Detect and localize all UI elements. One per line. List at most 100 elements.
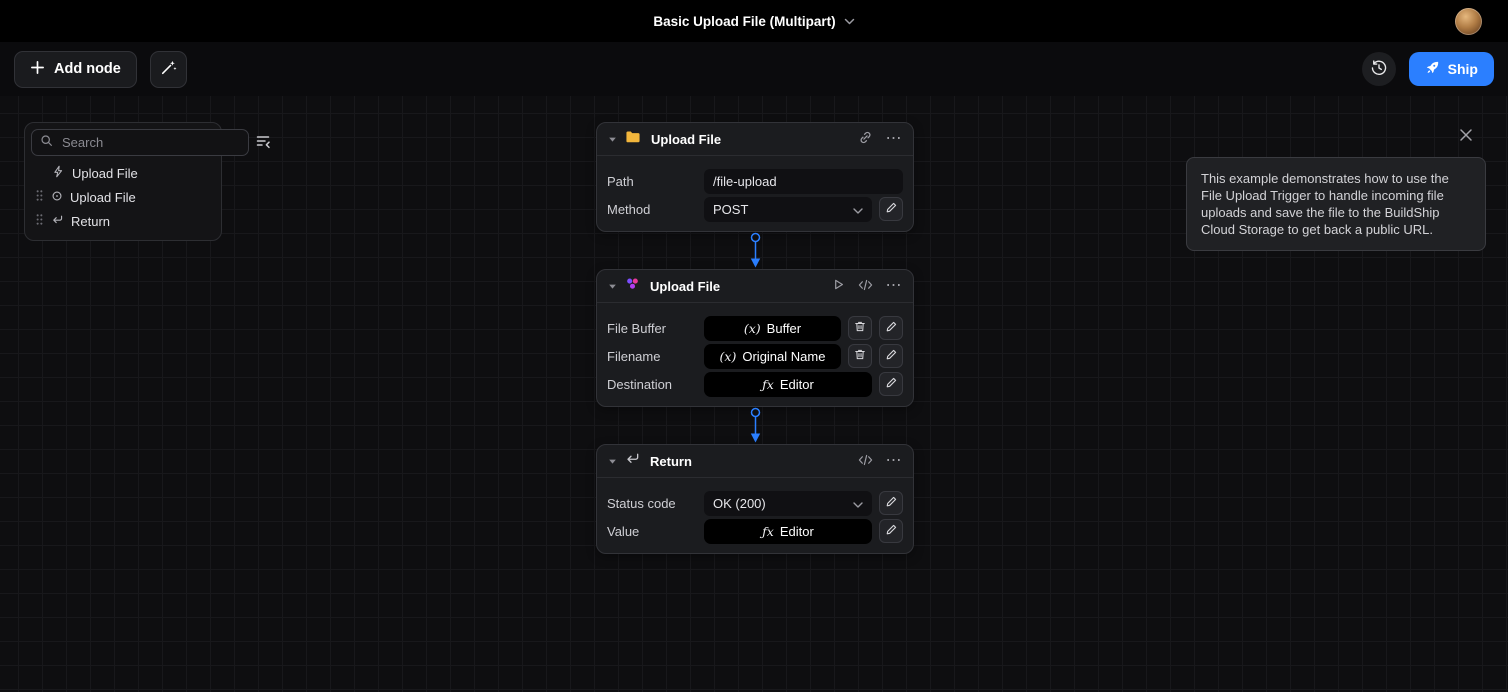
zap-icon: [52, 165, 65, 181]
drag-handle-icon[interactable]: [35, 189, 44, 205]
folder-icon: [625, 130, 641, 149]
palette-item-return[interactable]: Return: [31, 209, 215, 233]
variable-chip[interactable]: (x) Original Name: [704, 343, 841, 369]
palette-item-trigger[interactable]: Upload File: [31, 161, 215, 185]
field-label: File Buffer: [607, 320, 667, 336]
flow-column: Upload File ⋯ Path: [596, 122, 914, 554]
node-body: Status code OK (200): [597, 478, 913, 553]
trash-icon: [854, 320, 866, 336]
connector: [749, 407, 762, 444]
search-input[interactable]: [60, 134, 240, 151]
ship-button[interactable]: Ship: [1408, 52, 1494, 86]
field-row-file-buffer: File Buffer (x) Buffer: [607, 315, 903, 341]
fx-icon: ƒx: [762, 376, 774, 392]
arrow-down-icon: [750, 258, 760, 268]
method-select[interactable]: POST: [704, 196, 872, 222]
info-card: This example demonstrates how to use the…: [1186, 157, 1486, 251]
status-code-select[interactable]: OK (200): [704, 490, 872, 516]
avatar[interactable]: [1455, 8, 1482, 35]
close-info-button[interactable]: [1457, 126, 1475, 147]
magic-wand-icon: [160, 59, 177, 79]
node-return: Return ⋯ Status code OK (200): [596, 444, 914, 554]
node-menu-button[interactable]: ⋯: [885, 277, 902, 294]
field-label: Status code: [607, 495, 676, 511]
history-clock-icon: [1370, 59, 1388, 80]
pencil-icon: [885, 320, 898, 336]
field-label: Filename: [607, 348, 661, 364]
chevron-down-icon: [844, 12, 855, 30]
node-menu-button[interactable]: ⋯: [885, 452, 902, 469]
pencil-icon: [885, 523, 898, 539]
node-header[interactable]: Upload File ⋯: [597, 123, 913, 156]
node-upload-file-step: Upload File ⋯: [596, 269, 914, 407]
node-header[interactable]: Upload File ⋯: [597, 270, 913, 303]
editor-label: Editor: [779, 376, 814, 392]
info-text: This example demonstrates how to use the…: [1201, 171, 1449, 237]
filter-list-icon: [255, 133, 271, 152]
return-icon: [625, 451, 640, 471]
add-node-button[interactable]: Add node: [14, 50, 137, 88]
pencil-icon: [885, 348, 898, 364]
buildship-node-icon: [625, 276, 640, 296]
path-input[interactable]: [704, 168, 903, 194]
editor-chip[interactable]: ƒx Editor: [704, 371, 872, 397]
field-label: Value: [607, 523, 640, 539]
variable-icon: (x): [719, 348, 737, 364]
edit-button[interactable]: [879, 344, 903, 368]
workflow-title-dropdown[interactable]: Basic Upload File (Multipart): [653, 12, 854, 30]
field-row-method: Method POST: [607, 196, 903, 222]
chevron-down-icon: [853, 496, 863, 511]
run-test-button[interactable]: [832, 278, 845, 294]
output-port[interactable]: [750, 232, 760, 243]
variable-chip[interactable]: (x) Buffer: [704, 315, 841, 341]
pencil-icon: [885, 495, 898, 511]
view-code-button[interactable]: [858, 454, 873, 469]
edit-button[interactable]: [879, 197, 903, 221]
node-upload-file-trigger: Upload File ⋯ Path: [596, 122, 914, 232]
node-menu-button[interactable]: ⋯: [885, 130, 902, 147]
field-row-path: Path: [607, 168, 903, 194]
ship-label: Ship: [1447, 61, 1478, 77]
connector: [749, 232, 762, 269]
variable-icon: (x): [743, 320, 761, 336]
field-label: Method: [607, 201, 651, 217]
workflow-canvas[interactable]: Upload File Upload File Return: [0, 96, 1508, 692]
field-label: Path: [607, 173, 634, 189]
field-label: Destination: [607, 376, 673, 392]
editor-label: Editor: [779, 523, 814, 539]
version-history-button[interactable]: [1361, 52, 1396, 86]
top-bar: Basic Upload File (Multipart): [0, 0, 1508, 42]
return-icon: [51, 213, 64, 229]
edit-button[interactable]: [879, 519, 903, 543]
code-icon: [858, 454, 873, 469]
node-body: File Buffer (x) Buffer: [597, 303, 913, 406]
node-header[interactable]: Return ⋯: [597, 445, 913, 478]
pencil-icon: [885, 376, 898, 392]
collapse-caret-icon[interactable]: [608, 283, 617, 290]
rocket-icon: [1425, 60, 1440, 78]
edit-button[interactable]: [879, 491, 903, 515]
delete-button[interactable]: [848, 344, 872, 368]
node-body: Path Method POST: [597, 156, 913, 231]
palette-item-upload-file[interactable]: Upload File: [31, 185, 215, 209]
editor-chip[interactable]: ƒx Editor: [704, 518, 872, 544]
workflow-title: Basic Upload File (Multipart): [653, 13, 836, 29]
field-row-destination: Destination ƒx Editor: [607, 371, 903, 397]
ai-generate-button[interactable]: [149, 50, 187, 88]
edit-button[interactable]: [879, 316, 903, 340]
collapse-caret-icon[interactable]: [608, 136, 617, 143]
trash-icon: [854, 348, 866, 364]
edit-button[interactable]: [879, 372, 903, 396]
collapse-caret-icon[interactable]: [608, 458, 617, 465]
search-box[interactable]: [31, 129, 249, 156]
play-icon: [832, 278, 845, 294]
copy-link-button[interactable]: [858, 130, 873, 148]
link-icon: [858, 130, 873, 148]
variable-name: Original Name: [742, 348, 826, 364]
filter-list-button[interactable]: [255, 131, 271, 155]
drag-handle-icon[interactable]: [35, 213, 44, 229]
output-port[interactable]: [750, 407, 760, 418]
view-code-button[interactable]: [858, 279, 873, 294]
fx-icon: ƒx: [762, 523, 774, 539]
delete-button[interactable]: [848, 316, 872, 340]
